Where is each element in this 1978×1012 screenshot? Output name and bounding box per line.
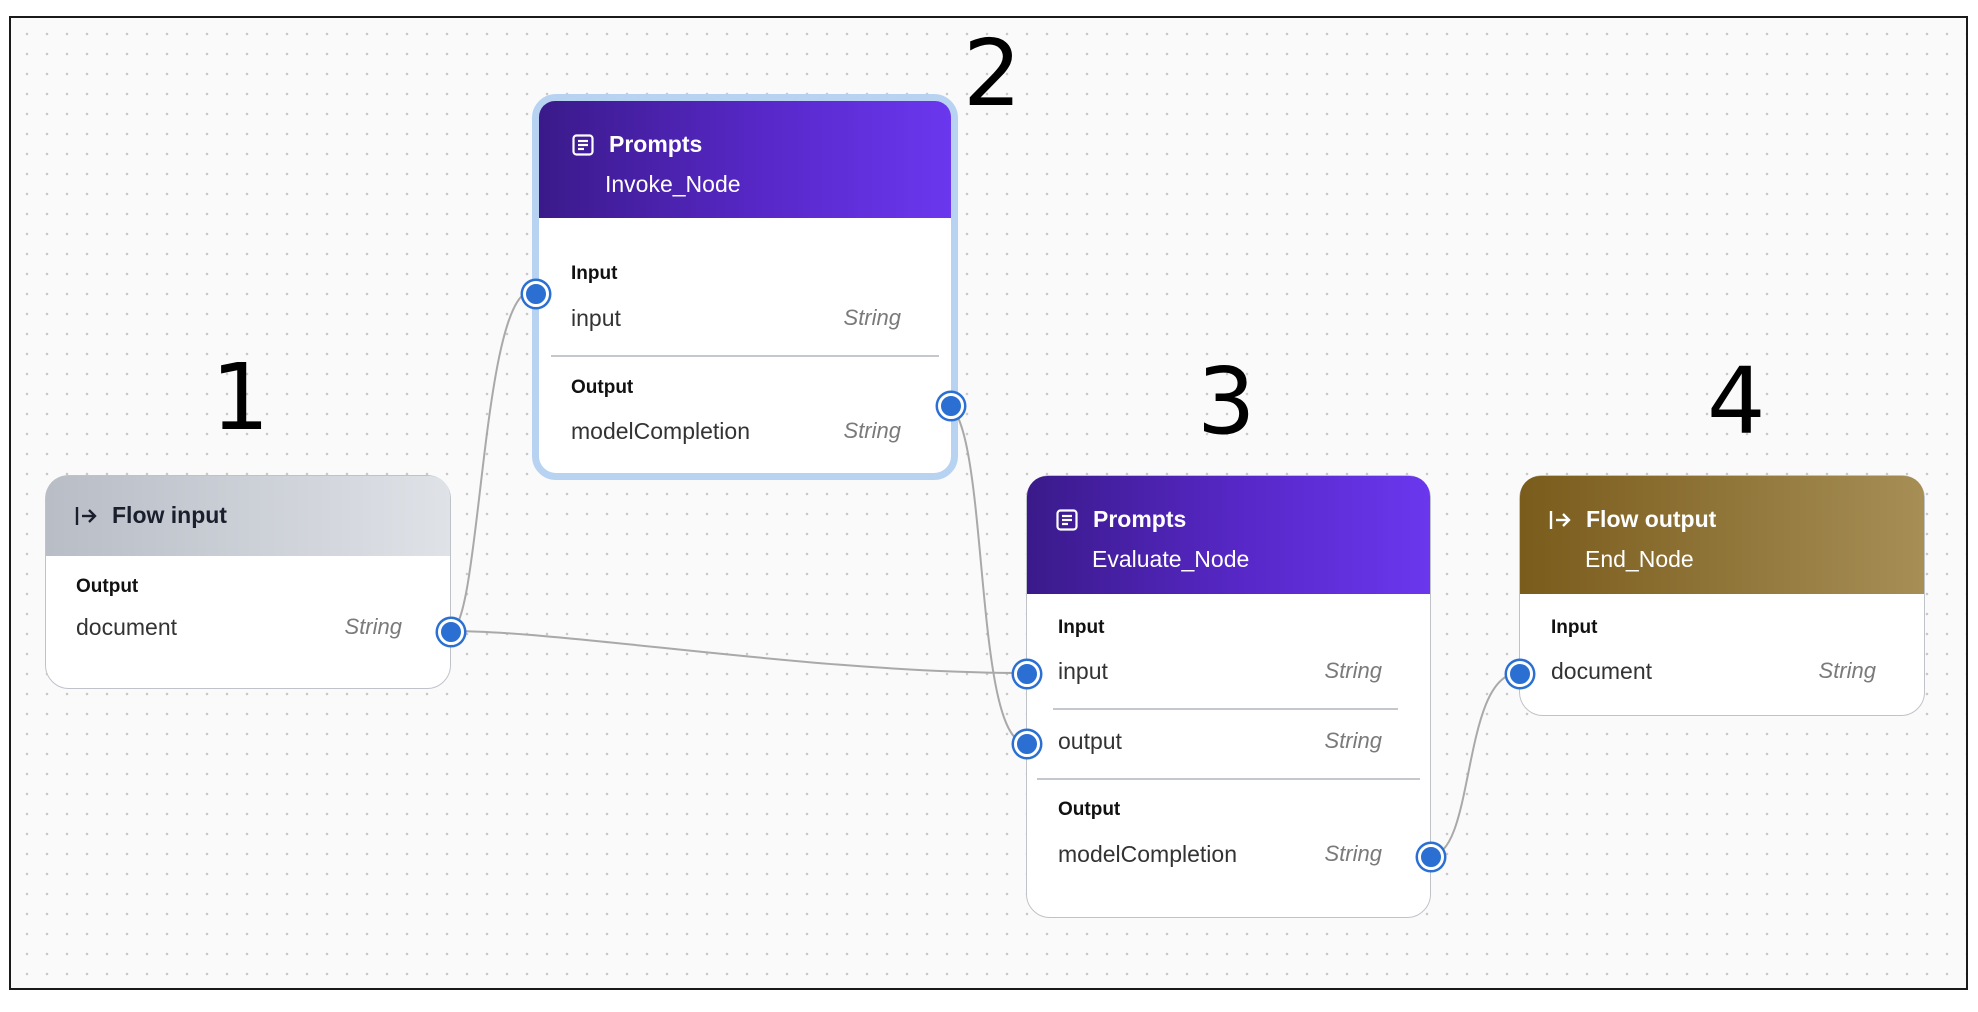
input-section-label: Input bbox=[1058, 617, 1105, 638]
output-section-label: Output bbox=[76, 576, 139, 597]
invoke-prompt-node[interactable]: Prompts Invoke_Node Input input String O… bbox=[523, 94, 964, 480]
output-field-type: String bbox=[1324, 841, 1382, 866]
prompt-document-icon bbox=[572, 133, 594, 156]
section-divider bbox=[551, 355, 939, 357]
flow-input-node[interactable]: Flow input Output document String bbox=[45, 475, 464, 689]
output-port[interactable] bbox=[1418, 844, 1444, 870]
input-field-type: String bbox=[843, 305, 901, 330]
output-field-name: modelCompletion bbox=[1058, 841, 1237, 867]
edge-invoke-to-evaluate[interactable] bbox=[942, 402, 1027, 744]
arrow-into-bar-icon bbox=[1549, 510, 1571, 529]
node-title: Flow input bbox=[112, 502, 227, 528]
node-category: Prompts bbox=[609, 131, 703, 157]
input-port[interactable] bbox=[1507, 661, 1533, 687]
flow-output-node[interactable]: Flow output End_Node Input document Stri… bbox=[1507, 475, 1925, 716]
field-divider bbox=[1053, 708, 1398, 710]
output-field-name: modelCompletion bbox=[571, 418, 750, 444]
input-field-name: document bbox=[1551, 658, 1653, 684]
output-port[interactable] bbox=[438, 619, 464, 645]
input-field-name: input bbox=[1058, 658, 1108, 684]
node-title: Flow output bbox=[1586, 506, 1717, 532]
invoke-node-header: Prompts Invoke_Node bbox=[539, 101, 951, 218]
input-field-type: String bbox=[1818, 658, 1876, 683]
input-section-label: Input bbox=[571, 263, 618, 284]
input-field-name: input bbox=[571, 305, 621, 331]
flow-input-header: Flow input bbox=[46, 476, 450, 556]
edges-layer bbox=[449, 290, 1520, 857]
output-field-type: String bbox=[344, 614, 402, 639]
node-name: Evaluate_Node bbox=[1092, 546, 1250, 572]
output-section-label: Output bbox=[571, 377, 634, 398]
edge-input-to-evaluate[interactable] bbox=[449, 630, 1027, 674]
output-port[interactable] bbox=[938, 393, 964, 419]
step-number-1: 1 bbox=[211, 344, 270, 451]
output-field-type: String bbox=[843, 418, 901, 443]
section-divider bbox=[1037, 778, 1420, 780]
node-category: Prompts bbox=[1093, 506, 1187, 532]
edge-input-to-invoke[interactable] bbox=[449, 290, 533, 632]
input-port[interactable] bbox=[1014, 731, 1040, 757]
flow-canvas[interactable]: 1 2 3 4 Flow input Output document Strin… bbox=[9, 16, 1968, 990]
input-field-name: output bbox=[1058, 728, 1122, 754]
step-number-4: 4 bbox=[1707, 348, 1766, 455]
prompt-document-icon bbox=[1056, 508, 1078, 531]
node-name: Invoke_Node bbox=[605, 171, 741, 197]
output-section-label: Output bbox=[1058, 799, 1121, 820]
input-port[interactable] bbox=[523, 281, 549, 307]
input-field-type: String bbox=[1324, 728, 1382, 753]
input-field-type: String bbox=[1324, 658, 1382, 683]
evaluate-node-header: Prompts Evaluate_Node bbox=[1027, 476, 1430, 594]
step-number-2: 2 bbox=[963, 20, 1022, 127]
flow-output-header: Flow output End_Node bbox=[1520, 476, 1924, 594]
arrow-into-bar-icon bbox=[75, 506, 97, 525]
input-port[interactable] bbox=[1014, 661, 1040, 687]
node-name: End_Node bbox=[1585, 546, 1694, 572]
edge-evaluate-to-output[interactable] bbox=[1429, 672, 1520, 857]
step-number-3: 3 bbox=[1197, 348, 1256, 455]
input-section-label: Input bbox=[1551, 617, 1598, 638]
output-field-name: document bbox=[76, 614, 178, 640]
evaluate-prompt-node[interactable]: Prompts Evaluate_Node Input input String… bbox=[1014, 475, 1444, 918]
